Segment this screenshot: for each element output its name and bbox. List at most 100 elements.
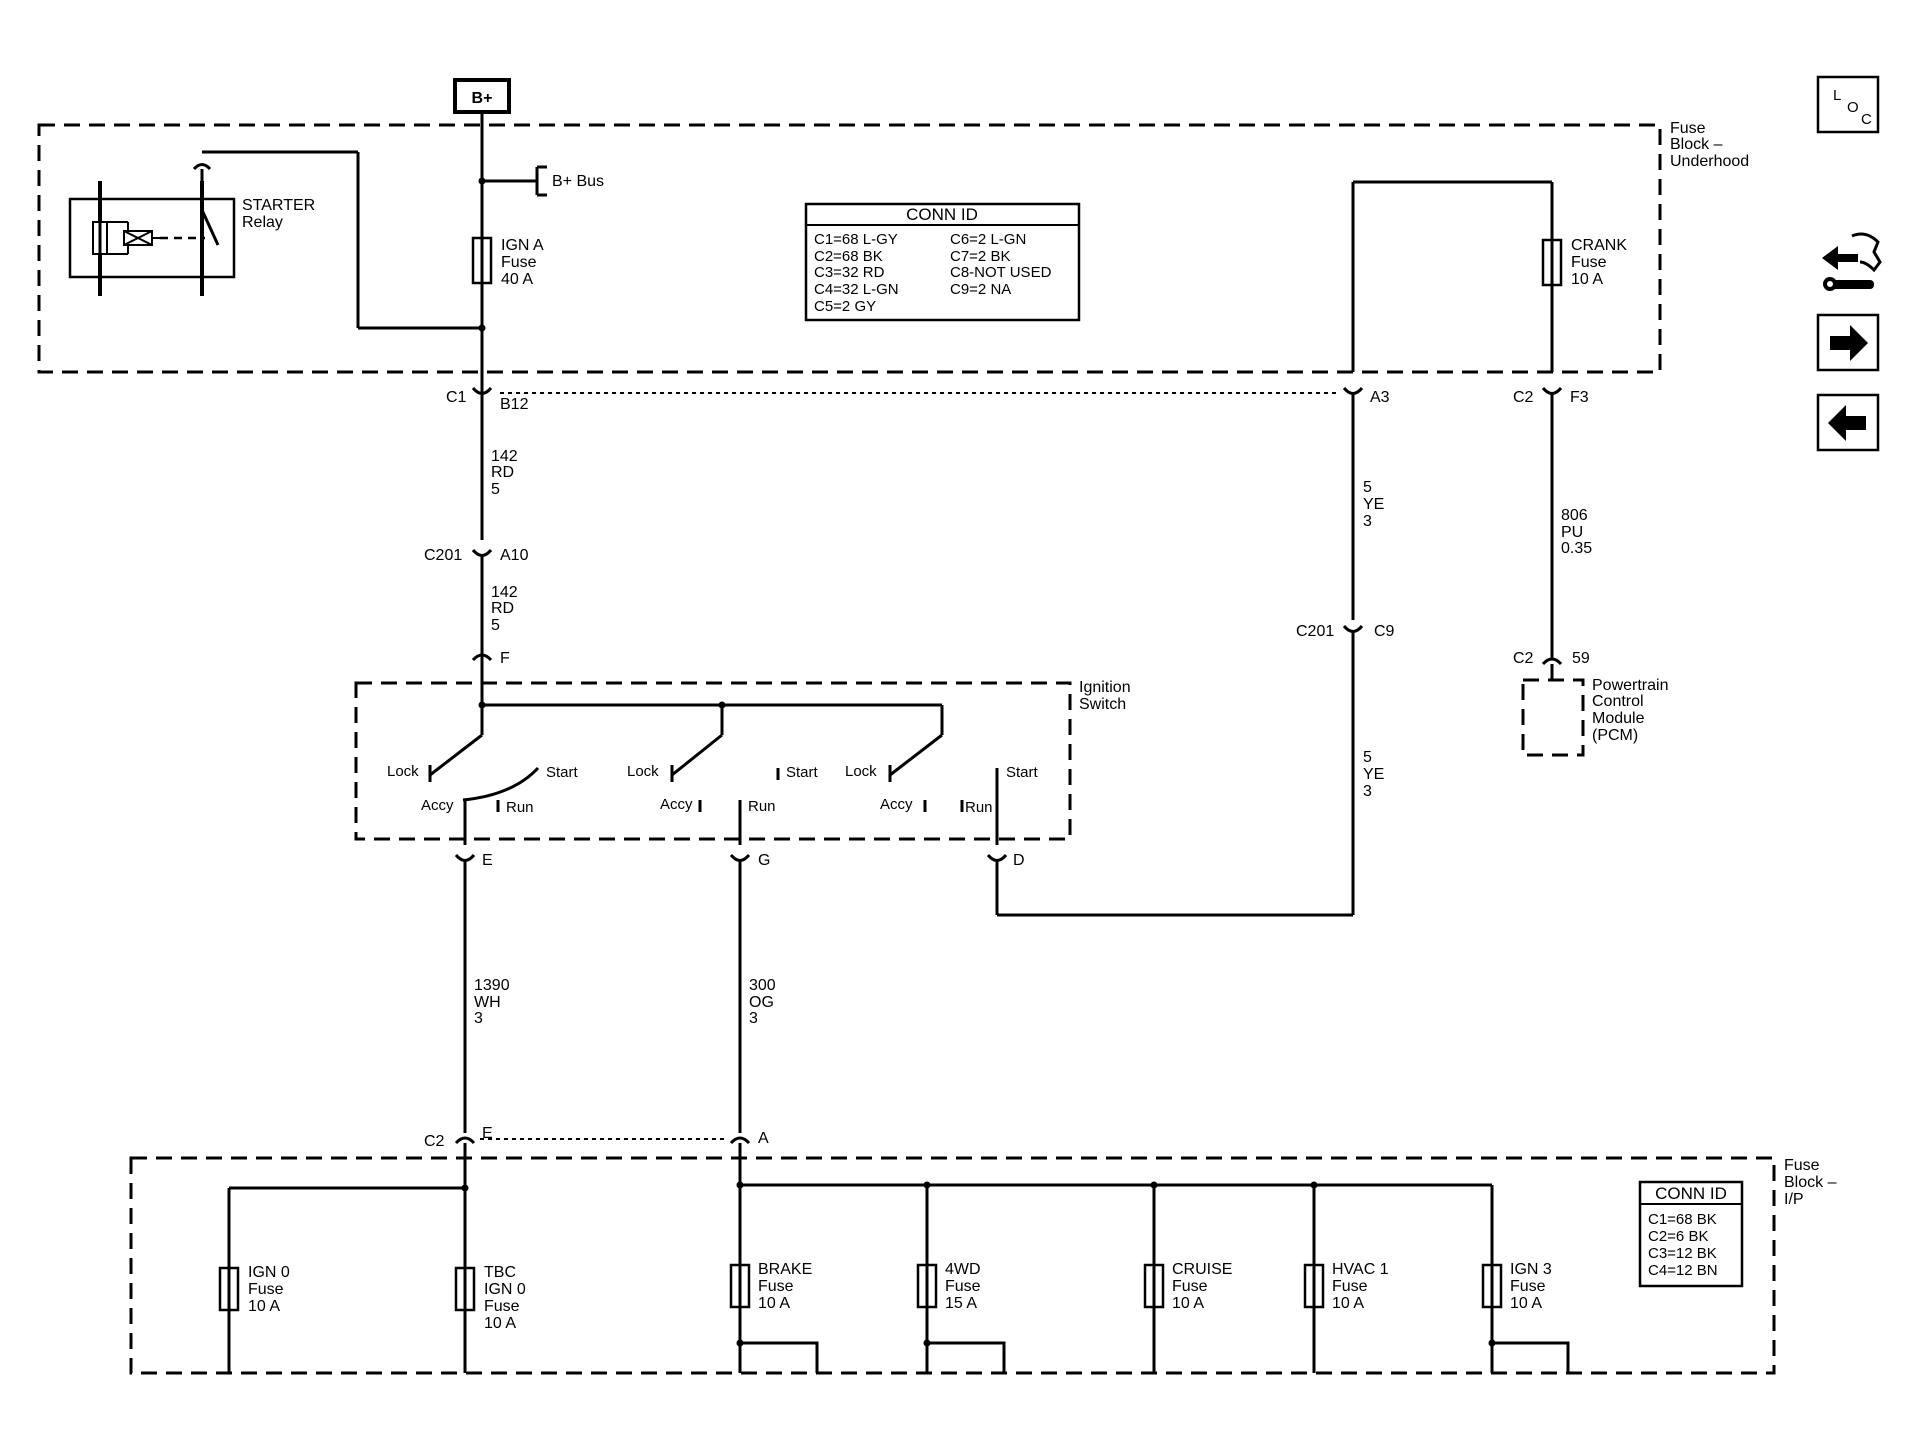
connector-a10-label: A10 xyxy=(500,547,529,564)
next-page-button[interactable] xyxy=(1816,313,1880,372)
pcm-label-3: Module xyxy=(1592,710,1645,727)
wire-1390-3: 3 xyxy=(474,1010,483,1027)
pcm-boundary xyxy=(1521,678,1585,757)
wire-142-upper-2: RD xyxy=(491,464,514,481)
wire-5-upper-3: 3 xyxy=(1363,513,1372,530)
hvac-1-fuse-label-3: 10 A xyxy=(1332,1295,1364,1312)
connector-b12-label: B12 xyxy=(500,396,529,413)
connector-g xyxy=(729,853,751,862)
ign-0-fuse-label-1: IGN 0 xyxy=(248,1264,290,1281)
bplus-label: B+ xyxy=(472,90,493,107)
ignition-switch-label-1: Ignition xyxy=(1079,679,1131,696)
conn-id-top-c6: C6=2 L-GN xyxy=(950,231,1026,248)
ign-a-fuse-label-1: IGN A xyxy=(501,237,544,254)
conn-id-bottom-c2: C2=6 BK xyxy=(1648,1228,1708,1245)
4wd-fuse-label-2: Fuse xyxy=(945,1278,981,1295)
wire-806-3: 0.35 xyxy=(1561,540,1592,557)
connector-59-label: 59 xyxy=(1572,650,1590,667)
wire-142-lower-2: RD xyxy=(491,600,514,617)
ign-a-fuse-label-2: Fuse xyxy=(501,254,537,271)
sw3-run-label: Run xyxy=(965,799,993,816)
conn-id-top-title: CONN ID xyxy=(906,205,978,224)
connector-c201-b-label: C201 xyxy=(1296,623,1334,640)
location-icon[interactable]: L O C xyxy=(1816,75,1880,134)
cruise-fuse-label-3: 10 A xyxy=(1172,1295,1204,1312)
tbc-fuse-label-1: TBC xyxy=(484,1264,516,1281)
conn-id-top-c4: C4=32 L-GN xyxy=(814,281,899,298)
wire-5-lower-3: 3 xyxy=(1363,783,1372,800)
conn-id-bottom-c3: C3=12 BK xyxy=(1648,1245,1717,1262)
conn-id-bottom-c4: C4=12 BN xyxy=(1648,1262,1718,1279)
wire-142-lower-1: 142 xyxy=(491,584,518,601)
sw1-run-label: Run xyxy=(506,799,534,816)
connector-f-label: F xyxy=(500,650,510,667)
4wd-fuse-label-1: 4WD xyxy=(945,1261,981,1278)
conn-id-table-bottom xyxy=(1638,1180,1744,1288)
fuse-block-ip-boundary xyxy=(129,1156,1776,1375)
ignition-switch-boundary xyxy=(354,681,1072,841)
pcm-label-2: Control xyxy=(1592,693,1644,710)
service-wrench-icon[interactable] xyxy=(1822,232,1882,291)
conn-id-top-c9: C9=2 NA xyxy=(950,281,1011,298)
wire-300-3: 3 xyxy=(749,1010,758,1027)
ignition-switch-2 xyxy=(670,733,780,845)
fuse-block-underhood-label-2: Block – xyxy=(1670,136,1723,153)
brake-fuse-label-2: Fuse xyxy=(758,1278,794,1295)
ignition-switch-3 xyxy=(888,733,999,845)
connector-a3-label: A3 xyxy=(1370,389,1390,406)
ign-0-fuse-label-2: Fuse xyxy=(248,1281,284,1298)
conn-id-top-c8: C8-NOT USED xyxy=(950,264,1052,281)
conn-id-bottom-c1: C1=68 BK xyxy=(1648,1211,1717,1228)
pcm-label-1: Powertrain xyxy=(1592,677,1668,694)
brake-fuse-label-1: BRAKE xyxy=(758,1261,812,1278)
loc-letter-o: O xyxy=(1847,99,1859,116)
fuse-block-ip-label-2: Block – xyxy=(1784,1174,1837,1191)
sw3-accy-label: Accy xyxy=(880,796,913,813)
wire-142-lower-3: 5 xyxy=(491,617,500,634)
ignition-switch-label-2: Switch xyxy=(1079,696,1126,713)
wire-142-upper-3: 5 xyxy=(491,481,500,498)
connector-c201-a-label: C201 xyxy=(424,547,462,564)
connector-c2-bottom-label: C2 xyxy=(424,1133,445,1150)
fuse-block-underhood-label-3: Underhood xyxy=(1670,153,1749,170)
starter-relay-label-2: Relay xyxy=(242,214,283,231)
loc-letter-l: L xyxy=(1833,87,1841,104)
conn-id-top-c3: C3=32 RD xyxy=(814,264,885,281)
cruise-fuse-label-1: CRUISE xyxy=(1172,1261,1232,1278)
sw2-start-label: Start xyxy=(786,764,819,781)
tbc-fuse-label-4: 10 A xyxy=(484,1315,516,1332)
connector-e-label: E xyxy=(482,852,493,869)
conn-id-top-c5: C5=2 GY xyxy=(814,298,876,315)
arrow-right-icon xyxy=(1830,325,1868,361)
conn-id-top-c2: C2=68 BK xyxy=(814,248,883,265)
ignition-switch-1 xyxy=(428,705,540,845)
connector-c1-label: C1 xyxy=(446,389,467,406)
ign-3-fuse-label-2: Fuse xyxy=(1510,1278,1546,1295)
connector-c2-e xyxy=(454,1136,476,1145)
crank-fuse-label-2: Fuse xyxy=(1571,254,1607,271)
connector-c2-f3 xyxy=(1541,386,1563,395)
sw1-accy-label: Accy xyxy=(421,797,454,814)
wire-5-upper-1: 5 xyxy=(1363,479,1372,496)
connector-e xyxy=(454,853,476,862)
ign-a-fuse-label-3: 40 A xyxy=(501,271,533,288)
sw1-start-label: Start xyxy=(546,764,579,781)
starter-relay-label-1: STARTER xyxy=(242,197,315,214)
brake-fuse-label-3: 10 A xyxy=(758,1295,790,1312)
wire-806-1: 806 xyxy=(1561,507,1588,524)
ign-3-fuse-label-1: IGN 3 xyxy=(1510,1261,1552,1278)
wire-1390-1: 1390 xyxy=(474,977,510,994)
crank-fuse-label-3: 10 A xyxy=(1571,271,1603,288)
connector-c2-pcm-label: C2 xyxy=(1513,650,1534,667)
wire-300-1: 300 xyxy=(749,977,776,994)
connector-c201-c9 xyxy=(1342,624,1364,633)
connector-g-label: G xyxy=(758,852,770,869)
connector-d xyxy=(986,853,1008,862)
fuse-block-underhood-label-1: Fuse xyxy=(1670,120,1706,137)
sw1-lock-label: Lock xyxy=(387,763,419,780)
connector-a3 xyxy=(1342,386,1364,395)
arrow-left-icon xyxy=(1828,405,1866,441)
conn-id-table-top xyxy=(804,202,1081,322)
previous-page-button[interactable] xyxy=(1816,393,1880,452)
